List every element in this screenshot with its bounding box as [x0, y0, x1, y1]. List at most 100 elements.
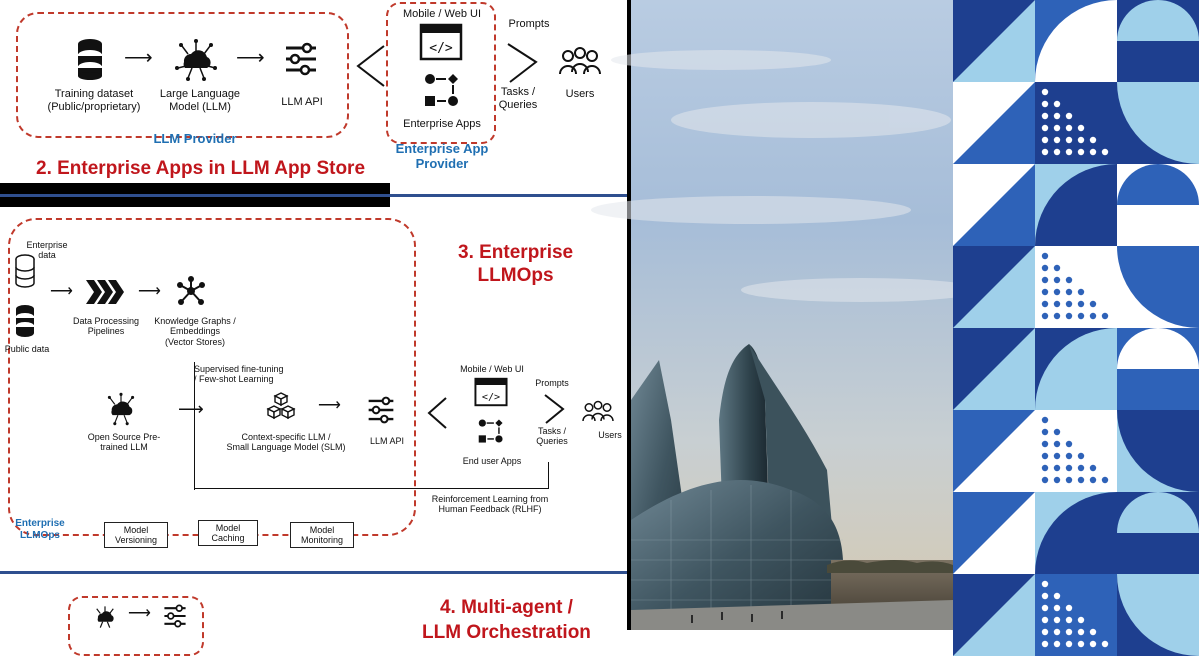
- pattern-tile: [1035, 246, 1117, 328]
- pattern-tile: [1117, 0, 1199, 82]
- database-icon: [78, 39, 102, 80]
- enterprise-app-provider-box: [386, 2, 496, 144]
- knowledge-graphs-label: Knowledge Graphs / Embeddings (Vector St…: [154, 316, 236, 347]
- pattern-tile: [953, 492, 1035, 574]
- model-versioning-box: Model Versioning: [104, 522, 168, 548]
- rlhf-feedback-line: [194, 488, 548, 489]
- end-user-apps-label: End user Apps: [462, 456, 522, 466]
- pattern-tile: [1117, 410, 1199, 492]
- pattern-tile: [953, 82, 1035, 164]
- flow-arrow: ⟶: [128, 605, 151, 622]
- pattern-tile: [953, 574, 1035, 656]
- cubes-icon: [266, 392, 296, 420]
- geometric-pattern-panel: [953, 0, 1200, 656]
- enterprise-apps-label: Enterprise Apps: [403, 118, 481, 130]
- llm-architecture-diagram: ⟶ ⟶ Training dataset (Public/proprietary…: [0, 0, 631, 656]
- enterprise-llmops-label: Enterprise LLMOps: [15, 518, 65, 541]
- llm-api-label-s3: LLM API: [369, 436, 405, 446]
- pattern-tile: [953, 164, 1035, 246]
- chevron-split-icon: [356, 45, 385, 87]
- pattern-tile: [1035, 0, 1117, 82]
- tasks-queries-label: Tasks / Queries: [498, 86, 538, 111]
- flow-arrow: ⟶: [236, 47, 265, 69]
- model-caching-box: Model Caching: [198, 520, 258, 546]
- public-data-label: Public data: [4, 344, 50, 354]
- section-divider: [0, 556, 631, 570]
- pattern-tile: [1035, 574, 1117, 656]
- bidirectional-arrows-icon: [507, 43, 538, 83]
- open-source-llm-label: Open Source Pre- trained LLM: [87, 432, 161, 453]
- pipeline-chevrons-icon: [86, 280, 124, 304]
- rlhf-label: Reinforcement Learning from Human Feedba…: [431, 494, 549, 515]
- flow-arrow: ⟶: [124, 47, 153, 69]
- public-database-icon: [16, 305, 34, 337]
- flow-arrow: ⟶: [178, 399, 204, 419]
- flow-arrow: ⟶: [138, 283, 161, 300]
- browser-code-icon: </>: [419, 23, 463, 61]
- section-divider-line: [0, 194, 631, 197]
- geometric-pattern: [953, 0, 1199, 656]
- users-icon: [582, 400, 614, 422]
- pattern-tile: [953, 0, 1035, 82]
- training-dataset-label: Training dataset (Public/proprietary): [47, 88, 141, 113]
- knowledge-graph-icon: [177, 276, 205, 305]
- model-monitoring-box: Model Monitoring: [290, 522, 354, 548]
- section2-title: 2. Enterprise Apps in LLM App Store: [36, 158, 366, 179]
- llm-provider-box: [16, 12, 349, 138]
- pattern-tile: [1035, 328, 1117, 410]
- pattern-tile: [1035, 492, 1117, 574]
- neural-cloud-icon: [96, 606, 114, 628]
- section4-title: 4. Multi-agent / LLM Orchestration: [422, 597, 591, 643]
- llm-api-label: LLM API: [281, 96, 323, 108]
- bidirectional-arrows-icon: [544, 394, 565, 424]
- pattern-tile: [1035, 164, 1117, 246]
- workflow-icon: [425, 74, 458, 106]
- pattern-tile: [1117, 492, 1199, 574]
- slm-label: Context-specific LLM / Small Language Mo…: [226, 432, 346, 453]
- sliders-icon: [368, 396, 394, 424]
- open-source-llm-icon: [107, 392, 135, 426]
- users-label-s3: Users: [598, 430, 622, 440]
- neural-cloud-icon: [175, 39, 217, 81]
- orchestration-box: [68, 596, 204, 656]
- users-icon: [559, 47, 601, 75]
- rlhf-feedback-line-v: [548, 462, 549, 489]
- pattern-tile: [1117, 328, 1199, 410]
- workflow-icon: [478, 419, 503, 443]
- pattern-tile: [953, 410, 1035, 492]
- pattern-tile: [1035, 410, 1117, 492]
- panel-divider: [627, 0, 631, 630]
- llm-provider-label: LLM Provider: [153, 131, 237, 146]
- pattern-tile: [1117, 574, 1199, 656]
- enterprise-data-label: Enterprise data: [26, 240, 68, 261]
- pattern-tile: [1117, 82, 1199, 164]
- pattern-tile: [953, 246, 1035, 328]
- glass-towers-illustration: [591, 50, 981, 630]
- tasks-queries-label-s3: Tasks / Queries: [536, 426, 568, 447]
- finetune-label: Supervised fine-tuning / Few-shot Learni…: [194, 364, 284, 385]
- pattern-tile: [953, 328, 1035, 410]
- enterprise-database-icon: [15, 254, 35, 288]
- enterprise-app-provider-label: Enterprise App Provider: [395, 141, 489, 171]
- browser-code-icon: </>: [474, 377, 508, 407]
- section-divider-line: [0, 571, 631, 574]
- section3-title: 3. Enterprise LLMOps: [458, 242, 574, 286]
- prompts-label: Prompts: [508, 18, 550, 30]
- llm-label: Large Language Model (LLM): [159, 88, 241, 113]
- flow-arrow: ⟶: [318, 397, 341, 414]
- chevron-split-icon: [427, 397, 447, 429]
- sliders-icon: [286, 42, 316, 76]
- flow-arrow: ⟶: [50, 283, 73, 300]
- pipelines-label: Data Processing Pipelines: [72, 316, 140, 337]
- mobile-web-ui-label-s3: Mobile / Web UI: [460, 364, 524, 374]
- svg-text:</>: </>: [482, 392, 500, 403]
- pattern-tile: [1117, 246, 1199, 328]
- finetune-connector: [194, 362, 195, 490]
- users-label: Users: [565, 88, 595, 100]
- pattern-tile: [1117, 164, 1199, 246]
- pattern-tile: [1035, 82, 1117, 164]
- sliders-icon: [164, 604, 186, 628]
- mobile-web-ui-label: Mobile / Web UI: [402, 8, 482, 20]
- svg-text:</>: </>: [429, 41, 453, 56]
